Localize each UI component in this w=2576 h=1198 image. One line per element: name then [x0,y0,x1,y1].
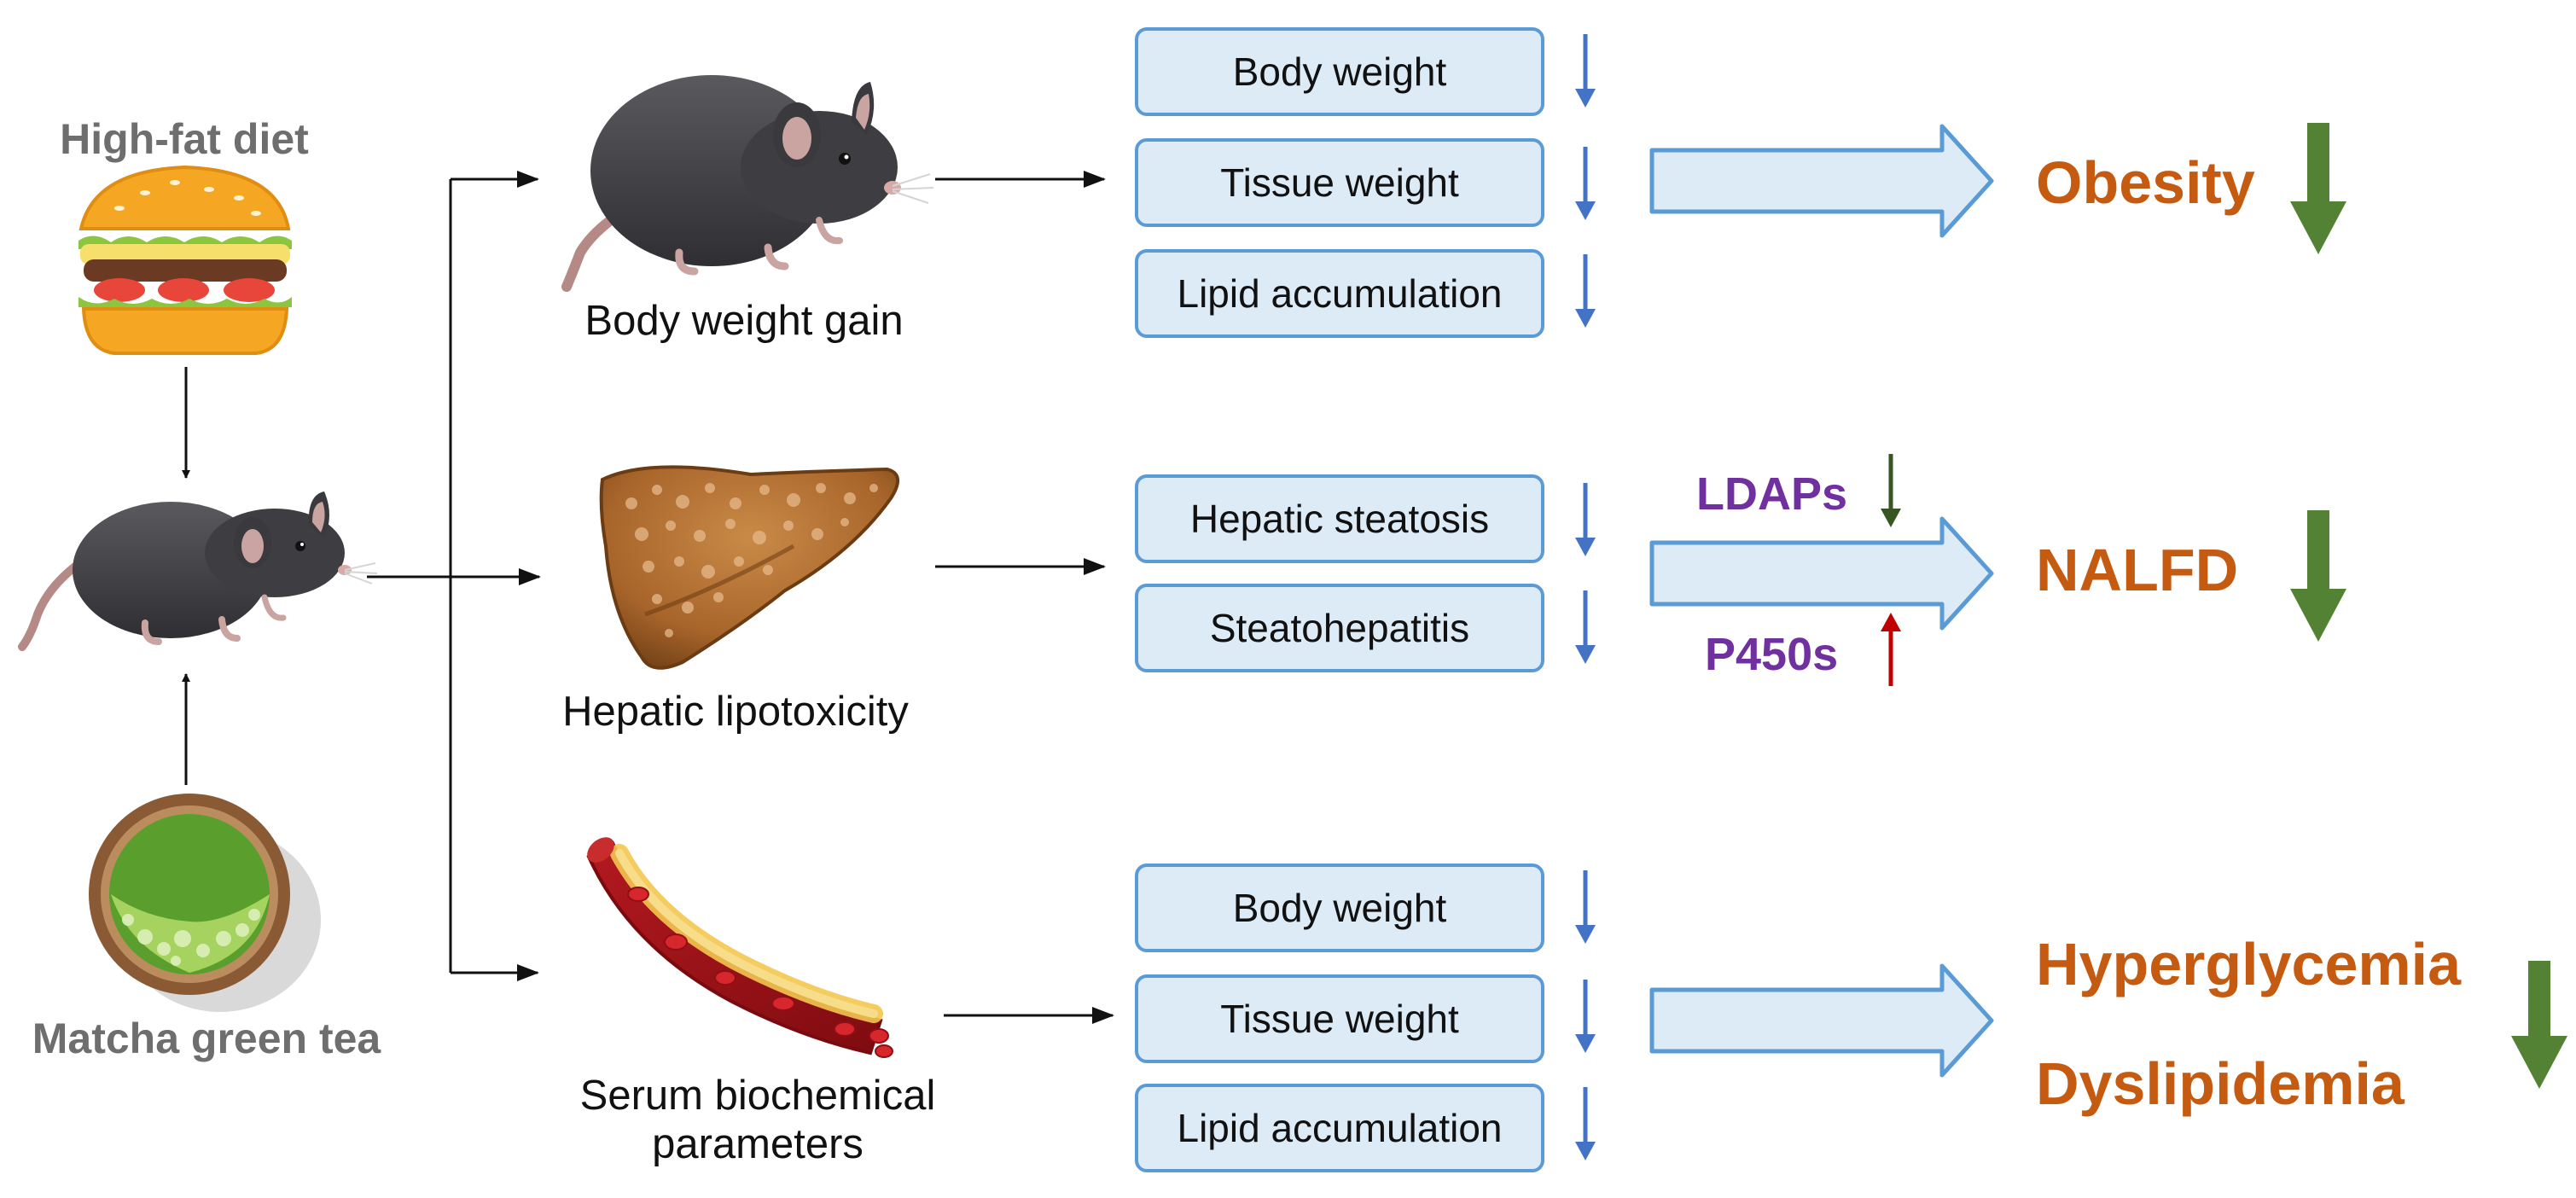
high-fat-diet-label: High-fat diet [60,115,309,163]
effect-box-lipid-accumulation: Lipid accumulation [1135,249,1544,338]
up-arrow-icon [1881,613,1901,686]
outcome-dyslipidemia: Dyslipidemia [2036,1050,2404,1117]
effect-box-body-weight: Body weight [1135,864,1544,952]
down-arrow-icon [2290,123,2346,254]
marker-arrows [1881,454,1901,686]
block-arrow-nalfd [1649,516,1994,631]
block-arrow-metabolic [1649,963,1994,1078]
ldaps-marker: LDAPs [1696,468,1848,520]
connector-lines [182,171,1114,1024]
down-arrow-icon [2290,510,2346,642]
outcome-obesity: Obesity [2036,149,2255,216]
effect-box-body-weight: Body weight [1135,27,1544,116]
serum-caption: Serum biochemical parameters [580,1072,936,1170]
matcha-cup-icon [89,794,321,1012]
decrease-arrows [1575,34,1596,1160]
effect-box-tissue-weight: Tissue weight [1135,138,1544,227]
block-arrow-obesity [1649,124,1994,238]
blood-vessel-icon [586,837,893,1058]
effect-box-hepatic-steatosis: Hepatic steatosis [1135,474,1544,563]
mouse-icon [561,75,934,292]
matcha-green-tea-label: Matcha green tea [32,1015,381,1062]
body-weight-gain-caption: Body weight gain [584,298,904,344]
down-arrow-icon [1575,34,1596,108]
outcome-arrows [2290,123,2567,1089]
effect-box-tissue-weight: Tissue weight [1135,974,1544,1063]
down-arrow-icon [1575,590,1596,664]
serum-caption-line: parameters [652,1121,864,1168]
effect-box-steatohepatitis: Steatohepatitis [1135,584,1544,672]
outcome-nalfd: NALFD [2036,537,2239,603]
block-arrows [1649,124,1994,1078]
down-arrow-icon [1575,147,1596,220]
down-arrow-icon [1575,870,1596,944]
effect-box-lipid-accumulation: Lipid accumulation [1135,1084,1544,1172]
hamburger-icon [79,165,292,355]
p450s-marker: P450s [1705,629,1839,680]
down-arrow-icon [1575,1087,1596,1160]
serum-caption-line: Serum biochemical [579,1073,936,1119]
down-arrow-icon [2511,961,2567,1089]
down-arrow-icon [1575,254,1596,328]
outcome-hyperglycemia: Hyperglycemia [2036,931,2462,997]
hepatic-lipotoxicity-caption: Hepatic lipotoxicity [562,689,909,735]
mouse-icon [18,491,378,651]
down-arrow-icon [1575,483,1596,556]
down-arrow-icon [1575,980,1596,1053]
liver-icon [599,465,899,670]
down-arrow-icon [1881,454,1901,527]
